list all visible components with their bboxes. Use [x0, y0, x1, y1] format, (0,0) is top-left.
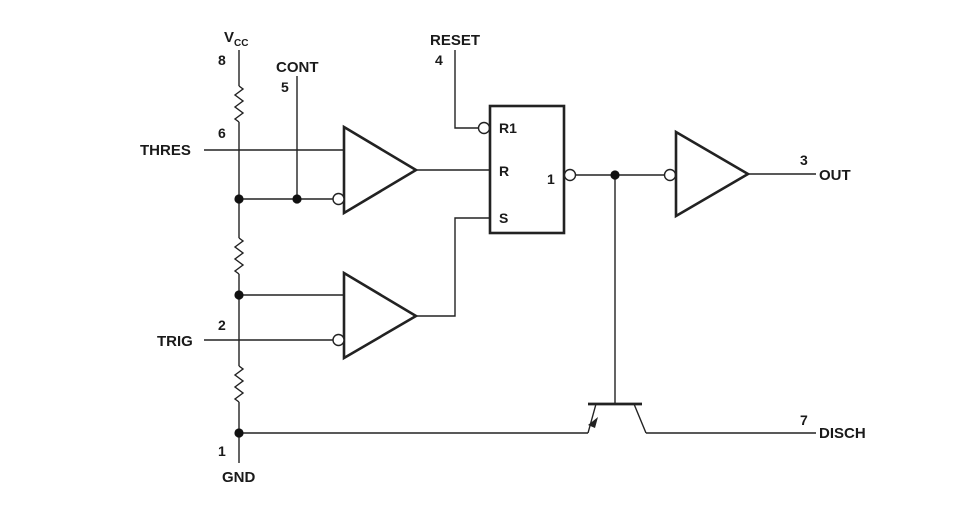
- vcc-label: VCC: [224, 29, 248, 49]
- reset-wire: [454, 50, 478, 129]
- junction-dot: [292, 194, 302, 204]
- flip-flop: [488, 104, 566, 235]
- transistor-collector: [633, 403, 647, 434]
- disch-pin-number: 7: [800, 412, 808, 428]
- junction-dot: [610, 170, 620, 180]
- resistor-top: [233, 85, 245, 123]
- junction-dot: [234, 290, 244, 300]
- thres-label: THRES: [140, 142, 191, 159]
- vcc-pin-number: 8: [218, 52, 226, 68]
- output-buffer: [674, 129, 751, 219]
- trigger-comparator-inverting-bubble: [332, 333, 345, 347]
- resistor-divider: [233, 50, 245, 463]
- flip-flop-q-label: 1: [547, 171, 555, 187]
- reset-pin-number: 4: [435, 52, 443, 68]
- transistor-emitter: [587, 403, 597, 434]
- flip-flop-s-label: S: [499, 210, 508, 226]
- emitter-arrow: [588, 417, 598, 428]
- cont-pin-number: 5: [281, 79, 289, 95]
- resistor-middle: [233, 237, 245, 275]
- output-buffer-inverting-bubble: [663, 168, 677, 182]
- input-wiring: [204, 76, 588, 434]
- out-label: OUT: [819, 167, 851, 184]
- threshold-comparator-inverting-bubble: [332, 192, 345, 206]
- flip-flop-r-label: R: [499, 163, 509, 179]
- out-pin-number: 3: [800, 152, 808, 168]
- gnd-pin-number: 1: [218, 443, 226, 459]
- thres-pin-number: 6: [218, 125, 226, 141]
- threshold-comparator: [342, 124, 419, 216]
- trigger-to-s-wire: [416, 217, 490, 317]
- resistor-bottom: [233, 365, 245, 403]
- trig-label: TRIG: [157, 333, 193, 350]
- junction-dot: [234, 194, 244, 204]
- junction-dot: [234, 428, 244, 438]
- trigger-comparator: [342, 270, 419, 361]
- reset-inverting-bubble: [477, 121, 491, 135]
- cont-label: CONT: [276, 59, 319, 76]
- flip-flop-output-bubble: [563, 168, 577, 182]
- disch-label: DISCH: [819, 425, 866, 442]
- gnd-label: GND: [222, 469, 256, 486]
- trig-pin-number: 2: [218, 317, 226, 333]
- reset-label: RESET: [430, 32, 480, 49]
- flip-flop-r1-label: R1: [499, 120, 517, 136]
- discharge-transistor: [587, 175, 816, 434]
